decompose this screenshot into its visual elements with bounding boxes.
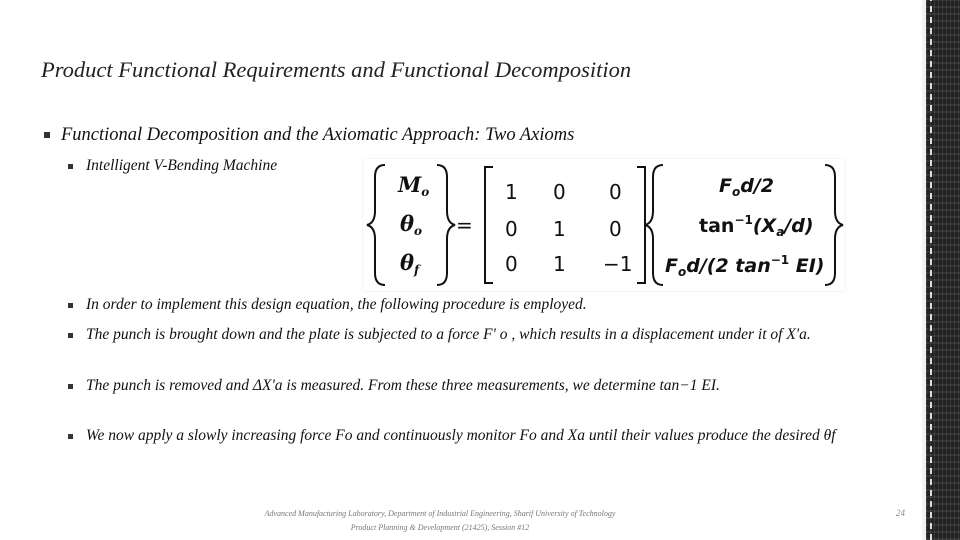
footer-line-1: Advanced Manufacturing Laboratory, Depar… bbox=[264, 509, 616, 518]
matrix-cell: 1 bbox=[553, 217, 566, 241]
matrix-cell: 0 bbox=[505, 252, 518, 276]
rhs-row2: tan−1(Xa/d) bbox=[699, 213, 814, 239]
bullet-square-icon bbox=[68, 303, 73, 308]
matrix-cell: −1 bbox=[603, 252, 632, 276]
matrix-cell: 0 bbox=[553, 180, 566, 204]
equals-sign: = bbox=[456, 213, 473, 237]
matrix-cell: 0 bbox=[609, 217, 622, 241]
bullet-square-icon bbox=[68, 333, 73, 338]
design-equation: Mo θo θf = 1 0 0 0 1 0 0 1 −1 Fod/2 tan−… bbox=[363, 159, 845, 291]
main-bullet: Functional Decomposition and the Axiomat… bbox=[61, 125, 575, 145]
rhs-row3: Fod/(2 tan−1 EI) bbox=[665, 253, 825, 279]
design-equation-svg: Mo θo θf = 1 0 0 0 1 0 0 1 −1 Fod/2 tan−… bbox=[366, 164, 844, 286]
page-number: 24 bbox=[896, 508, 905, 518]
bullet-square-icon bbox=[68, 164, 73, 169]
decorative-side-strip bbox=[922, 0, 960, 540]
bullet-square-icon bbox=[44, 132, 50, 138]
matrix-cell: 1 bbox=[505, 180, 518, 204]
bullet-square-icon bbox=[68, 434, 73, 439]
sub-bullet-punch-removed: The punch is removed and ΔX'a is measure… bbox=[86, 377, 720, 394]
sub-bullet-machine: Intelligent V-Bending Machine bbox=[86, 157, 278, 174]
rhs-row1: Fod/2 bbox=[719, 175, 774, 199]
matrix-cell: 1 bbox=[553, 252, 566, 276]
lhs-theta-o: θo bbox=[400, 211, 422, 238]
slide-title: Product Functional Requirements and Func… bbox=[41, 57, 632, 82]
matrix-cell: 0 bbox=[505, 217, 518, 241]
bullet-square-icon bbox=[68, 384, 73, 389]
sub-bullet-procedure: In order to implement this design equati… bbox=[86, 296, 587, 313]
lhs-m: Mo bbox=[397, 172, 429, 199]
lhs-theta-f: θf bbox=[400, 250, 421, 277]
sub-bullet-punch-down: The punch is brought down and the plate … bbox=[86, 326, 811, 343]
sub-bullet-apply-force: We now apply a slowly increasing force F… bbox=[86, 427, 836, 444]
matrix-cell: 0 bbox=[609, 180, 622, 204]
footer-line-2: Product Planning & Development (21425), … bbox=[350, 523, 530, 532]
